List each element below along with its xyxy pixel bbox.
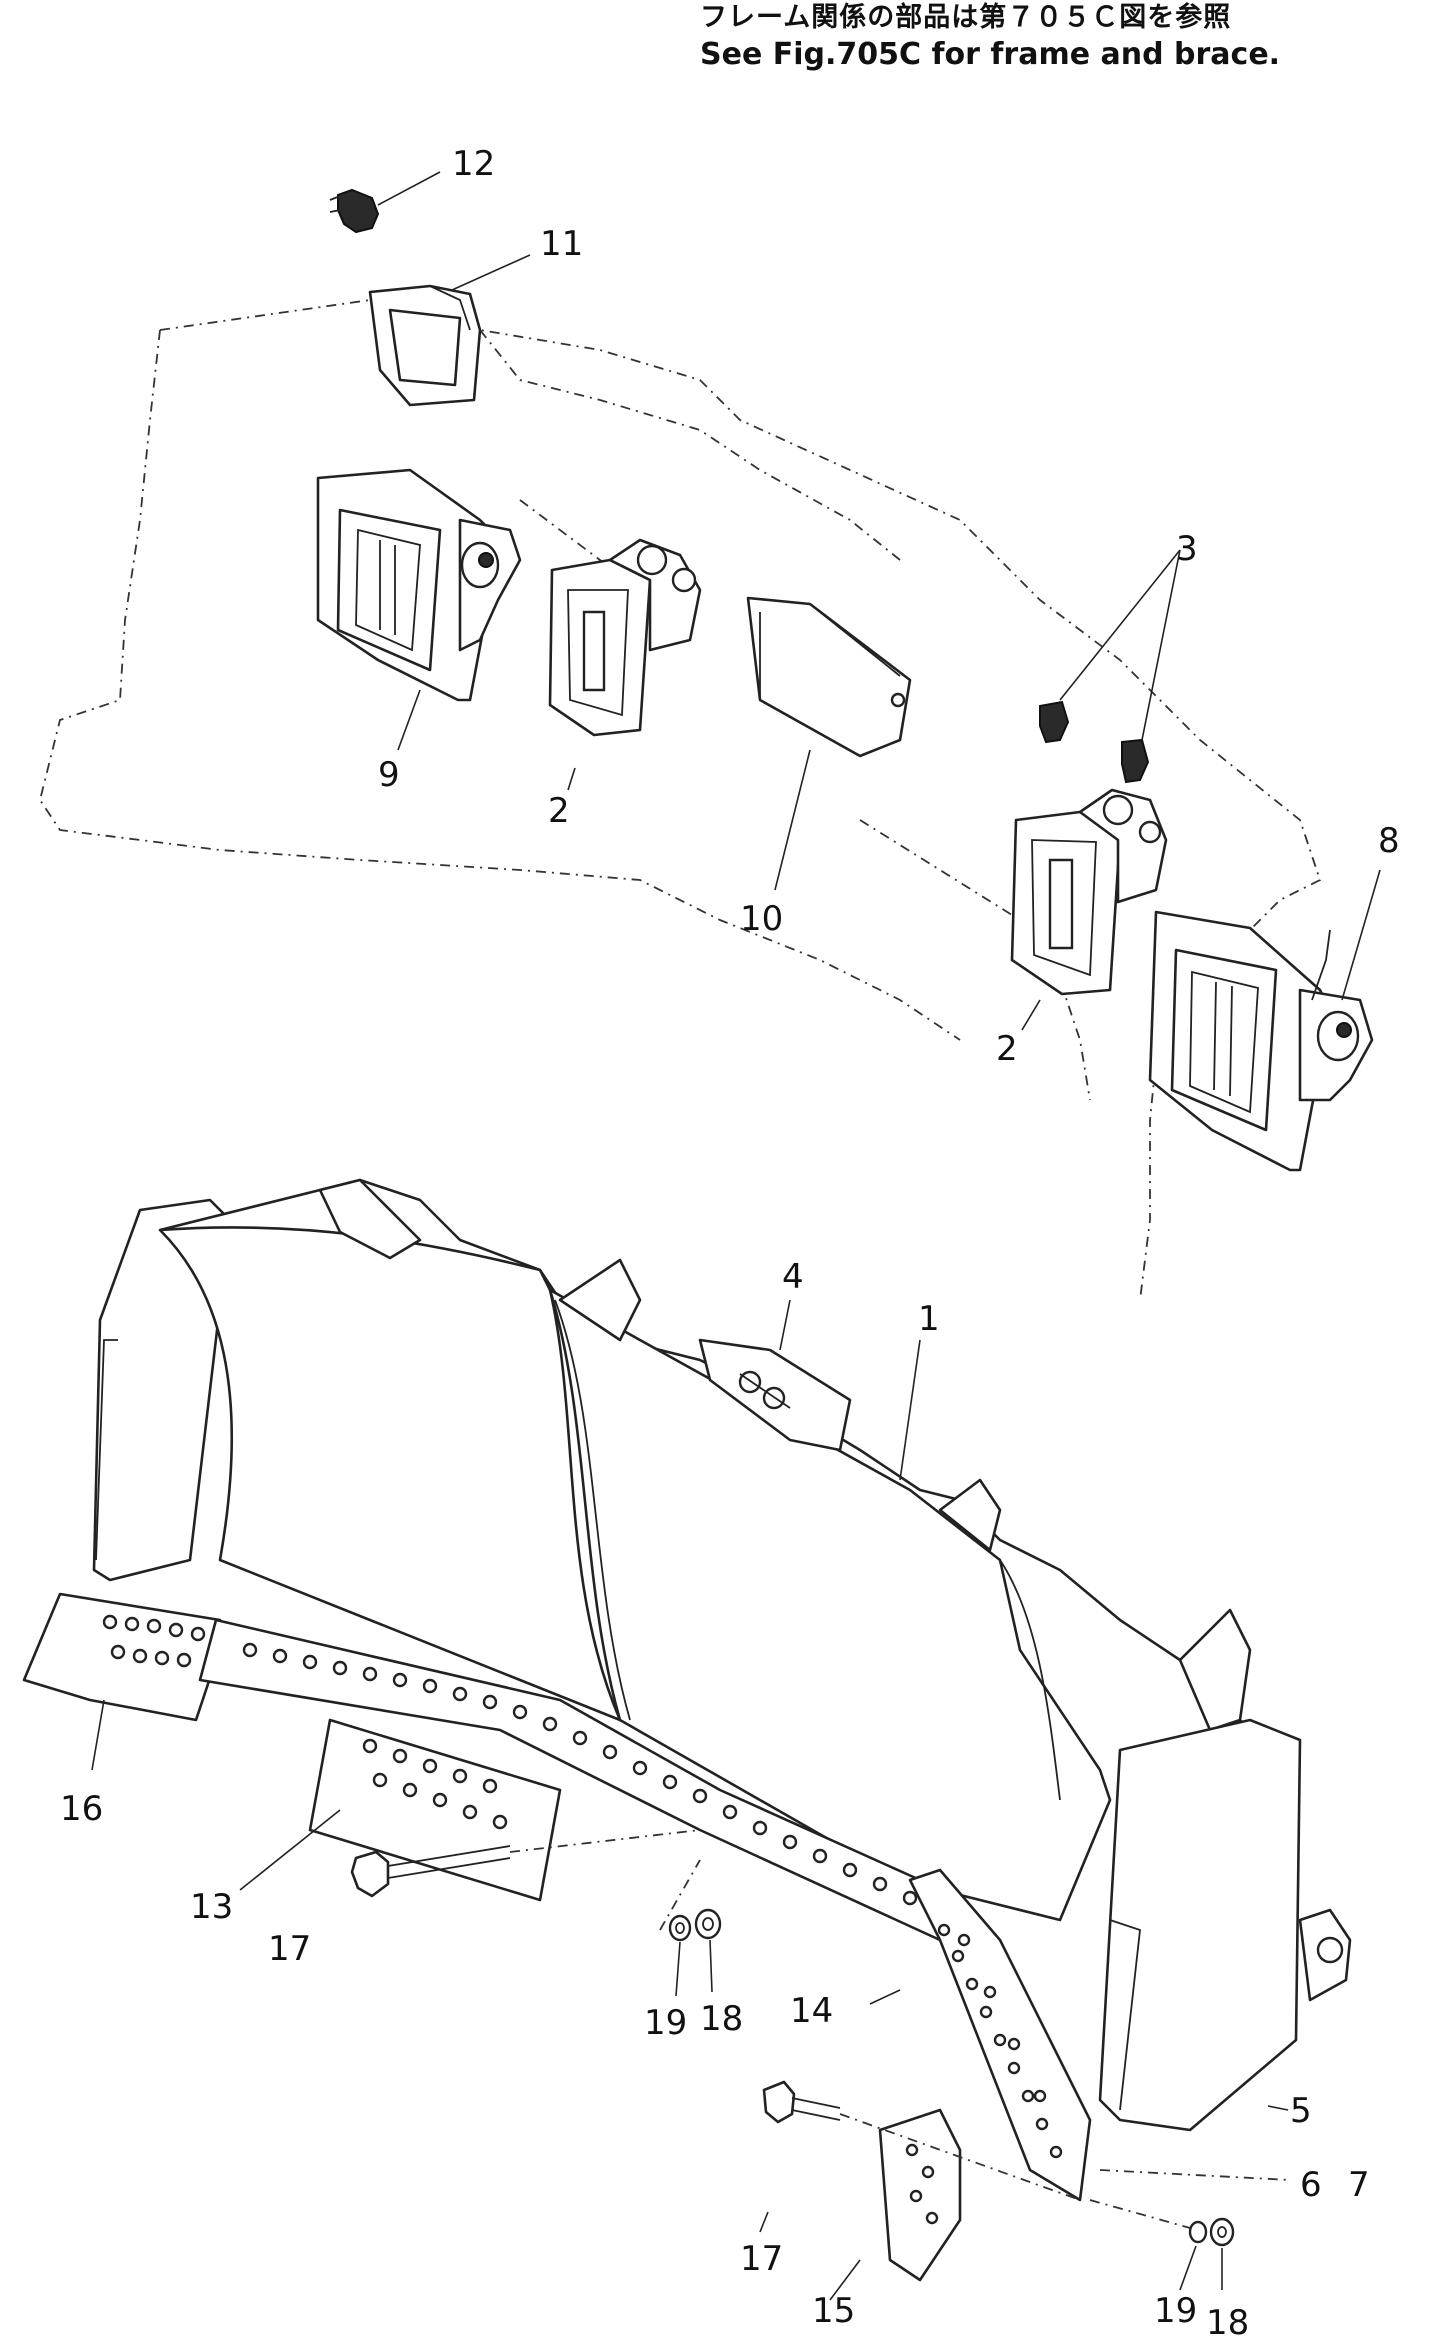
- end-bit-bolt-holes: [102, 1614, 206, 1668]
- callout-16: 16: [60, 1789, 103, 1829]
- callout-6: 6: [1300, 2165, 1322, 2205]
- part-11-bracket: [368, 284, 482, 407]
- cutting-edge-center: [198, 1618, 942, 1942]
- part-2-left-slotted-plate: [548, 538, 702, 737]
- callout-12: 12: [452, 144, 495, 184]
- callout-2a: 2: [548, 791, 570, 831]
- callout-4: 4: [782, 1257, 804, 1297]
- callout-1: 1: [918, 1299, 940, 1339]
- part-18-nut-mid: [694, 1908, 722, 1940]
- callout-17b: 17: [740, 2239, 783, 2279]
- callout-9: 9: [378, 755, 400, 795]
- part-9-left-trunnion-bracket: [316, 468, 522, 702]
- part-19-washer-lower: [1188, 2220, 1208, 2244]
- part-17-plow-bolt-lower: [762, 2080, 841, 2124]
- cutting-edge-holes: [242, 1642, 918, 1906]
- figure-reference-note: フレーム関係の部品は第７０５Ｃ図を参照 See Fig.705C for fra…: [700, 0, 1440, 74]
- callout-11: 11: [540, 224, 583, 264]
- callout-3: 3: [1176, 529, 1198, 569]
- callout-14: 14: [790, 1991, 833, 2031]
- callout-19a: 19: [644, 2003, 687, 2043]
- callout-18a: 18: [700, 1999, 743, 2039]
- callout-labels: 12 11 3 9 2 10 8 2 4 1 16 13 17 19 18 14…: [60, 144, 1400, 2342]
- part-13-cutting-edge-section: [308, 1718, 562, 1902]
- part-8-right-trunnion-bracket: [1148, 910, 1374, 1172]
- callout-5: 5: [1290, 2091, 1312, 2131]
- part-17-plow-bolt-left: [350, 1845, 511, 1898]
- callout-19b: 19: [1154, 2291, 1197, 2331]
- callout-7: 7: [1348, 2165, 1370, 2205]
- part-12-bolt: [329, 188, 380, 234]
- callout-13: 13: [190, 1887, 233, 1927]
- japanese-reference-text: フレーム関係の部品は第７０５Ｃ図を参照: [700, 2, 1232, 33]
- callout-17a: 17: [268, 1929, 311, 1969]
- callout-15: 15: [812, 2291, 855, 2331]
- part-10-cover-plate: [746, 596, 912, 758]
- part-14-corner-cutting-edge: [908, 1868, 1092, 2202]
- part-15-end-bit-right: [878, 2108, 962, 2282]
- part-1-blade: [92, 1178, 1352, 2132]
- part-16-end-bit-left: [22, 1592, 222, 1722]
- part-19-washer-mid: [668, 1914, 692, 1942]
- english-reference-text: See Fig.705C for frame and brace.: [700, 37, 1281, 72]
- callout-18b: 18: [1206, 2303, 1249, 2342]
- part-2-right-slotted-plate: [1010, 788, 1168, 996]
- callout-10: 10: [740, 899, 783, 939]
- callout-2b: 2: [996, 1029, 1018, 1069]
- part-18-nut-lower: [1209, 2217, 1235, 2247]
- part-4-small-plate: [698, 1338, 852, 1452]
- callout-8: 8: [1378, 821, 1400, 861]
- part-3-pins: [1039, 700, 1150, 784]
